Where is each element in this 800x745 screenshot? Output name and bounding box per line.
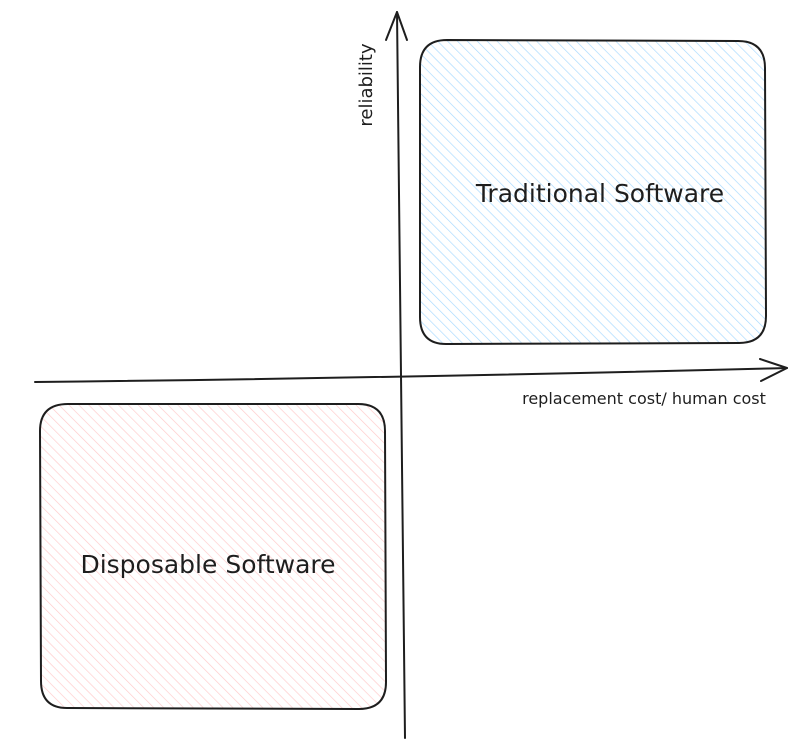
disposable-software-box-fill	[40, 404, 386, 709]
disposable-software-box[interactable]: Disposable Software	[39, 403, 387, 710]
x-axis-line	[34, 367, 788, 383]
y-axis-arrowhead	[385, 11, 408, 41]
x-axis: replacement cost/ human cost	[34, 358, 788, 408]
traditional-software-box[interactable]: Traditional Software	[419, 39, 767, 345]
traditional-software-box-outline	[419, 39, 767, 345]
x-axis-arrowhead	[759, 358, 788, 382]
traditional-software-label: Traditional Software	[475, 179, 724, 208]
x-axis-label: replacement cost/ human cost	[522, 389, 766, 408]
disposable-software-label: Disposable Software	[80, 550, 335, 579]
traditional-software-box-fill	[420, 40, 766, 344]
disposable-software-box-outline	[39, 403, 387, 710]
y-axis-label: reliability	[356, 43, 377, 127]
y-axis-line	[396, 11, 406, 739]
